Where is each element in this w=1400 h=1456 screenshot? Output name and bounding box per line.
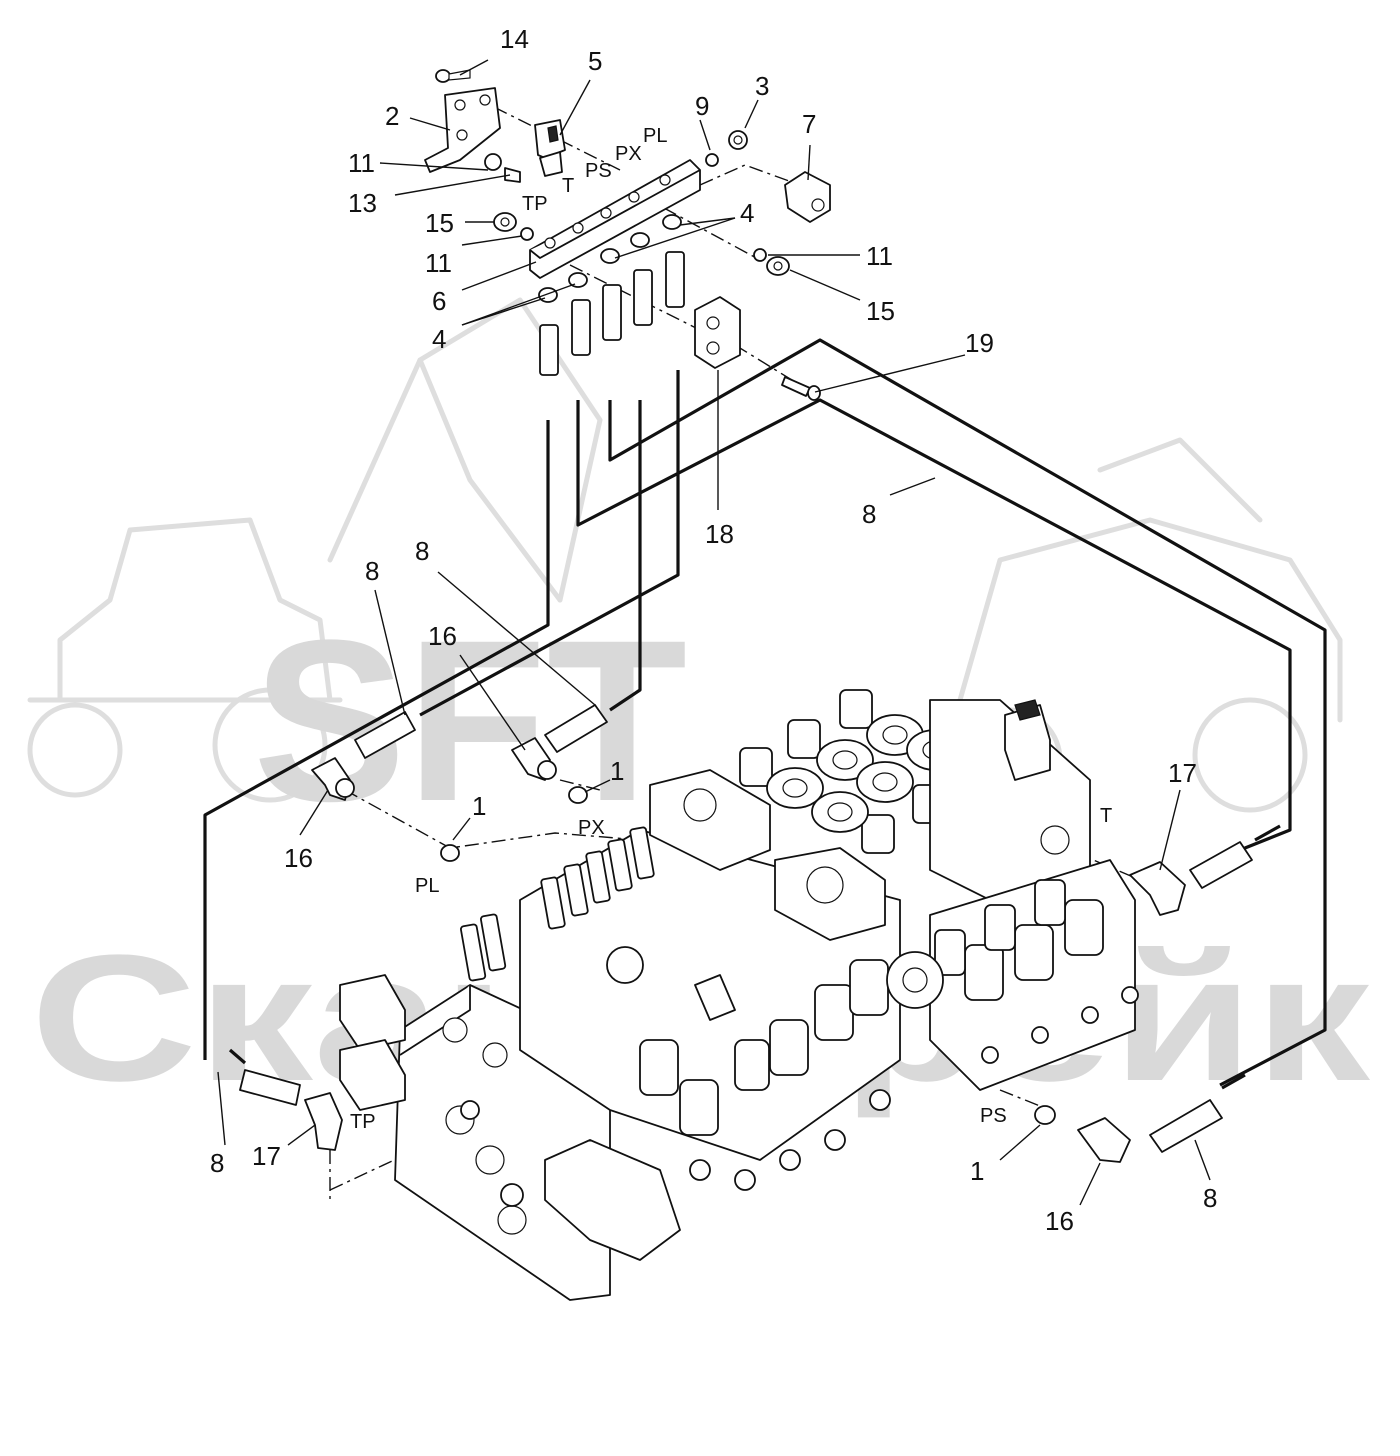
callout-1-pl: 1	[472, 791, 486, 821]
control-valve-assembly	[339, 689, 1139, 1301]
port-label-pl: PL	[643, 125, 667, 147]
port-label-t: T	[562, 175, 574, 197]
washer-11-right	[753, 248, 767, 262]
solenoid-connector-left-upper	[339, 974, 406, 1051]
solenoid-tower-right	[1004, 699, 1051, 781]
valve-top-fittings	[460, 826, 655, 982]
washer-11-left	[520, 227, 534, 241]
watermark-brand: SFT	[253, 592, 687, 849]
callout-9: 9	[695, 91, 709, 121]
adapters-4-lower	[538, 272, 588, 303]
callout-19: 19	[965, 328, 994, 358]
callout-1-px: 1	[610, 756, 624, 786]
sensor-7	[784, 171, 831, 223]
callout-labels: 14 5 2 9 3 7 11 13 15 11 6 4 4 11 15 19 …	[210, 24, 1217, 1236]
callout-16-bottom-right: 16	[1045, 1206, 1074, 1236]
watermark-tractor-left	[27, 517, 343, 803]
callout-2: 2	[385, 101, 399, 131]
elbow-17-right	[1129, 861, 1186, 916]
valve-port-tp: TP	[350, 1111, 376, 1133]
solenoid-coils-right	[934, 879, 1104, 1001]
hose-pl	[419, 370, 680, 717]
solenoid-connector-left-lower	[339, 1039, 406, 1111]
hose-t	[576, 398, 1292, 852]
port-label-ps: PS	[585, 160, 612, 182]
hose-ps	[608, 338, 1327, 1087]
valve-port-px: PX	[578, 817, 605, 839]
callout-8-bottom-left: 8	[210, 1148, 224, 1178]
callout-1-ps: 1	[970, 1156, 984, 1186]
callout-8-top-right: 8	[862, 499, 876, 529]
callout-15-left: 15	[425, 208, 454, 238]
callout-15-right: 15	[866, 296, 895, 326]
solenoid-bottom	[544, 1139, 681, 1261]
bolt-19	[781, 376, 821, 401]
port-label-tp: TP	[522, 193, 548, 215]
adapter-1-pl	[440, 844, 460, 862]
valve-port-pl: PL	[415, 875, 439, 897]
callout-16-center: 16	[428, 621, 457, 651]
valve-port-t: T	[1100, 805, 1112, 827]
leader-lines	[217, 59, 1211, 1206]
port-label-px: PX	[615, 143, 642, 165]
callout-11-right: 11	[866, 241, 893, 271]
hose-end-bottom-left	[239, 1069, 301, 1106]
callout-17-right: 17	[1168, 758, 1197, 788]
callout-6: 6	[432, 286, 446, 316]
hose-px	[609, 400, 642, 712]
hose-end-fittings-top	[539, 251, 685, 376]
hose-end-bottom-right	[1149, 1099, 1223, 1153]
callout-13: 13	[348, 188, 377, 218]
adapter-1-ps	[1034, 1105, 1056, 1125]
callout-14: 14	[500, 24, 529, 54]
hose-routes	[203, 338, 1327, 1090]
port-labels: TP T PS PX PL PX PL T PS TP	[350, 125, 1112, 1133]
clamp-block-18	[694, 296, 741, 369]
hose-end-left	[354, 711, 416, 759]
nut-15-right	[766, 256, 790, 276]
fittings	[239, 704, 1253, 1163]
callout-7: 7	[802, 109, 816, 139]
port-p-body	[500, 1183, 524, 1207]
hose-tp	[203, 420, 550, 1040]
callout-4-lower: 4	[432, 324, 446, 354]
hose-end-right	[1189, 841, 1253, 889]
callout-8-bottom-right: 8	[1203, 1183, 1217, 1213]
port-t-body	[460, 1100, 480, 1120]
solenoid-coils-center	[639, 959, 889, 1136]
callout-11-top: 11	[348, 148, 375, 178]
callout-17-left: 17	[252, 1141, 281, 1171]
plug-center	[606, 946, 644, 984]
callout-8-center: 8	[415, 536, 429, 566]
plug-3	[728, 130, 748, 150]
hose-end-center	[544, 704, 608, 753]
manifold-block	[424, 69, 831, 401]
elbow-16-bottom-right	[1077, 1117, 1131, 1163]
flange-block-upper	[649, 769, 771, 871]
callout-16-left: 16	[284, 843, 313, 873]
valve-flanges	[766, 714, 964, 833]
washer-9	[705, 153, 719, 167]
nut-15-left	[493, 212, 517, 232]
connector-center	[694, 974, 736, 1021]
adapter-1-px	[568, 786, 588, 804]
callout-3: 3	[755, 71, 769, 101]
watermark-excavator	[327, 297, 603, 603]
callout-11-left: 11	[425, 248, 452, 278]
callout-4-upper: 4	[740, 198, 754, 228]
callout-5: 5	[588, 46, 602, 76]
callout-8-left: 8	[365, 556, 379, 586]
valve-port-ps: PS	[980, 1105, 1007, 1127]
pressure-switch	[534, 119, 566, 177]
bolt-13	[484, 153, 521, 183]
bolt-14	[435, 69, 471, 83]
callout-18: 18	[705, 519, 734, 549]
